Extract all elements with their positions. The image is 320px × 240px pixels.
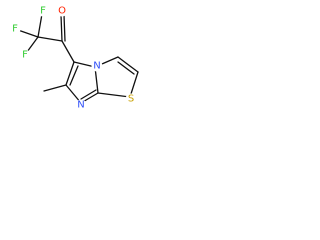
bond-c-f3 — [37, 13, 43, 38]
bond-c-f1 — [17, 29, 39, 38]
bond-layer — [17, 13, 139, 104]
atom-f1: F — [9, 23, 21, 35]
atom-bridge-nitrogen-label: N — [93, 61, 100, 72]
atom-oxygen: O — [56, 5, 68, 17]
atom-oxygen-label: O — [58, 6, 66, 17]
bond-c7a-n4 — [94, 66, 99, 94]
bond-carbonyl-o-a — [60, 14, 63, 42]
atom-f2: F — [19, 49, 31, 61]
atom-layer: F F F O N N S — [9, 5, 137, 111]
bond-carbonyl-o-b — [63, 14, 66, 42]
atom-sulfur: S — [125, 93, 137, 105]
bond-c5-n4 — [73, 61, 96, 68]
atom-f1-label: F — [12, 24, 18, 35]
bond-c-f2 — [26, 36, 39, 53]
atom-f3-label: F — [40, 6, 46, 17]
atom-ring-nitrogen: N — [75, 99, 87, 111]
bond-n7-c7a-b — [80, 89, 97, 100]
bond-c6-n7 — [65, 84, 82, 104]
atom-f3: F — [37, 5, 49, 17]
atom-ring-nitrogen-label: N — [77, 100, 84, 111]
bond-c3-c2-b — [117, 61, 135, 75]
bond-c2-s — [129, 71, 139, 98]
bond-c5-c6-b — [69, 65, 79, 86]
atom-sulfur-label: S — [128, 94, 134, 105]
bond-c6-methyl — [43, 84, 67, 92]
bond-carbonyl-c5 — [61, 40, 75, 63]
bond-s-c7a — [97, 92, 131, 98]
structure-diagram: F F F O N N S — [9, 5, 139, 111]
atom-bridge-nitrogen: N — [91, 60, 103, 72]
atom-f2-label: F — [22, 50, 28, 61]
bond-c3-c2-a — [117, 56, 139, 73]
bond-c5-c6-a — [65, 61, 75, 86]
bond-cf3-carbonyl — [37, 36, 63, 42]
